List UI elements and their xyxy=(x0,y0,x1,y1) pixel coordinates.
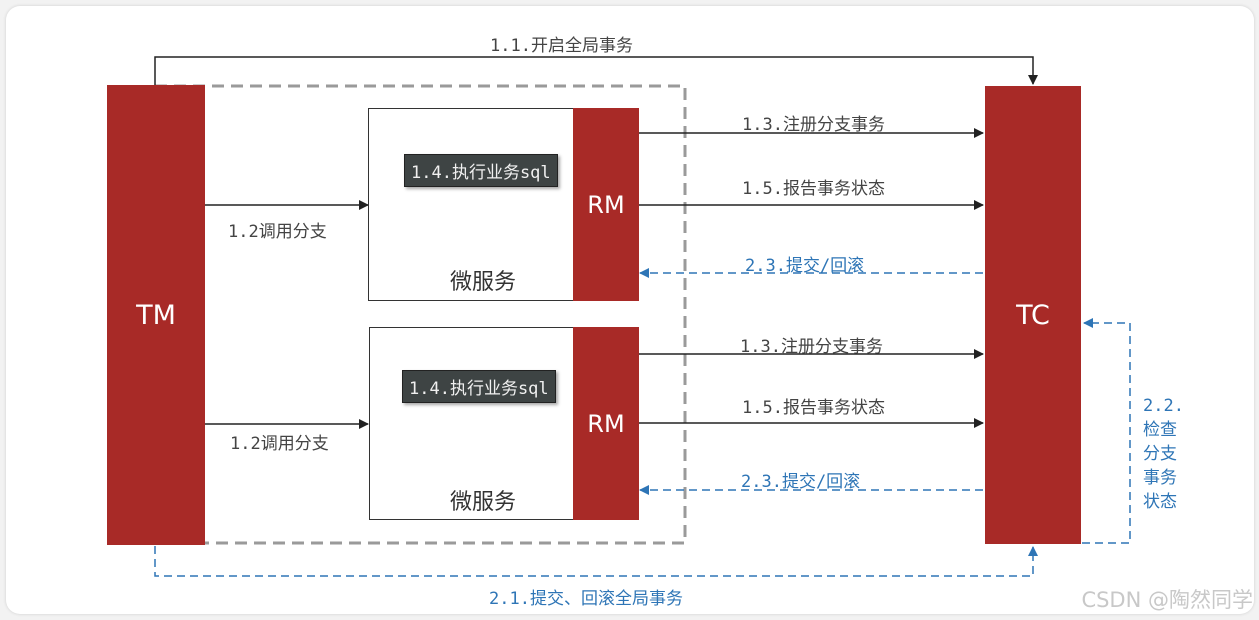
tm-label: TM xyxy=(136,299,176,331)
label-call-branch-2: 1.2调用分支 xyxy=(230,434,329,454)
label-commit-rollback-1: 2.3.提交/回滚 xyxy=(745,256,865,276)
label-call-branch-1: 1.2调用分支 xyxy=(228,222,327,242)
label-register-branch-2: 1.3.注册分支事务 xyxy=(740,337,883,357)
arrow-begin-global xyxy=(154,56,1038,86)
label-check-branch-status: 2.2. 检查 分支 事务 状态 xyxy=(1143,394,1184,514)
label-check-branch-status-line-1: 2.2. xyxy=(1143,396,1184,416)
label-global-commit-rollback: 2.1.提交、回滚全局事务 xyxy=(489,589,683,609)
microservice-label-2: 微服务 xyxy=(450,490,517,515)
arrow-check-branch-status xyxy=(1082,318,1131,544)
watermark: CSDN @陶然同学 xyxy=(1081,588,1253,612)
tm-block: TM xyxy=(107,85,205,545)
tc-label: TC xyxy=(1016,299,1050,331)
label-check-branch-status-line-4: 事务 xyxy=(1143,468,1177,488)
label-report-status-2: 1.5.报告事务状态 xyxy=(742,398,885,418)
rm-block-1: RM xyxy=(573,108,639,301)
execute-sql-tag-2: 1.4.执行业务sql xyxy=(402,370,556,403)
microservice-label-1: 微服务 xyxy=(450,270,517,295)
label-check-branch-status-line-5: 状态 xyxy=(1143,492,1177,512)
label-register-branch-1: 1.3.注册分支事务 xyxy=(742,115,885,135)
microservice-box-1 xyxy=(368,108,574,301)
label-check-branch-status-line-2: 检查 xyxy=(1143,420,1177,440)
label-commit-rollback-2: 2.3.提交/回滚 xyxy=(741,472,861,492)
tc-block: TC xyxy=(985,86,1081,544)
rm-label-2: RM xyxy=(587,409,625,438)
label-begin-global: 1.1.开启全局事务 xyxy=(490,36,633,56)
label-check-branch-status-line-3: 分支 xyxy=(1143,444,1177,464)
label-report-status-1: 1.5.报告事务状态 xyxy=(742,179,885,199)
rm-label-1: RM xyxy=(587,190,625,219)
execute-sql-tag-1: 1.4.执行业务sql xyxy=(404,154,558,187)
rm-block-2: RM xyxy=(573,327,639,520)
microservice-box-2 xyxy=(369,327,575,520)
arrow-global-commit-rollback xyxy=(154,546,1038,577)
